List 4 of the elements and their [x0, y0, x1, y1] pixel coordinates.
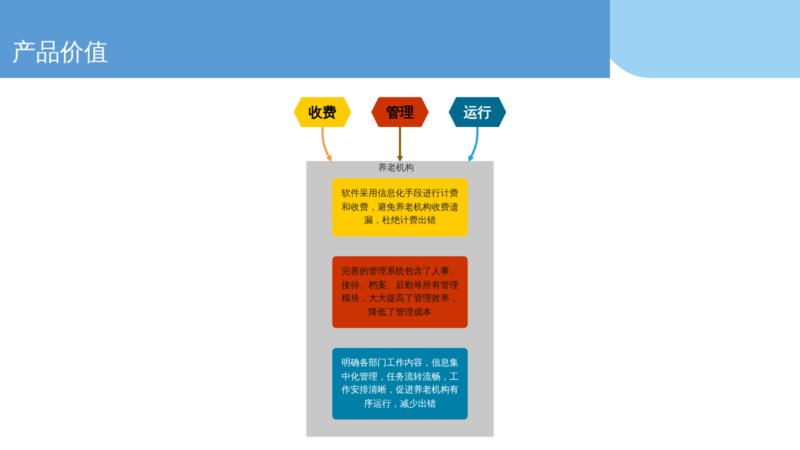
page-title: 产品价值 [12, 37, 108, 68]
arrow [321, 126, 332, 162]
arrow [468, 126, 479, 162]
arrow [396, 126, 404, 162]
